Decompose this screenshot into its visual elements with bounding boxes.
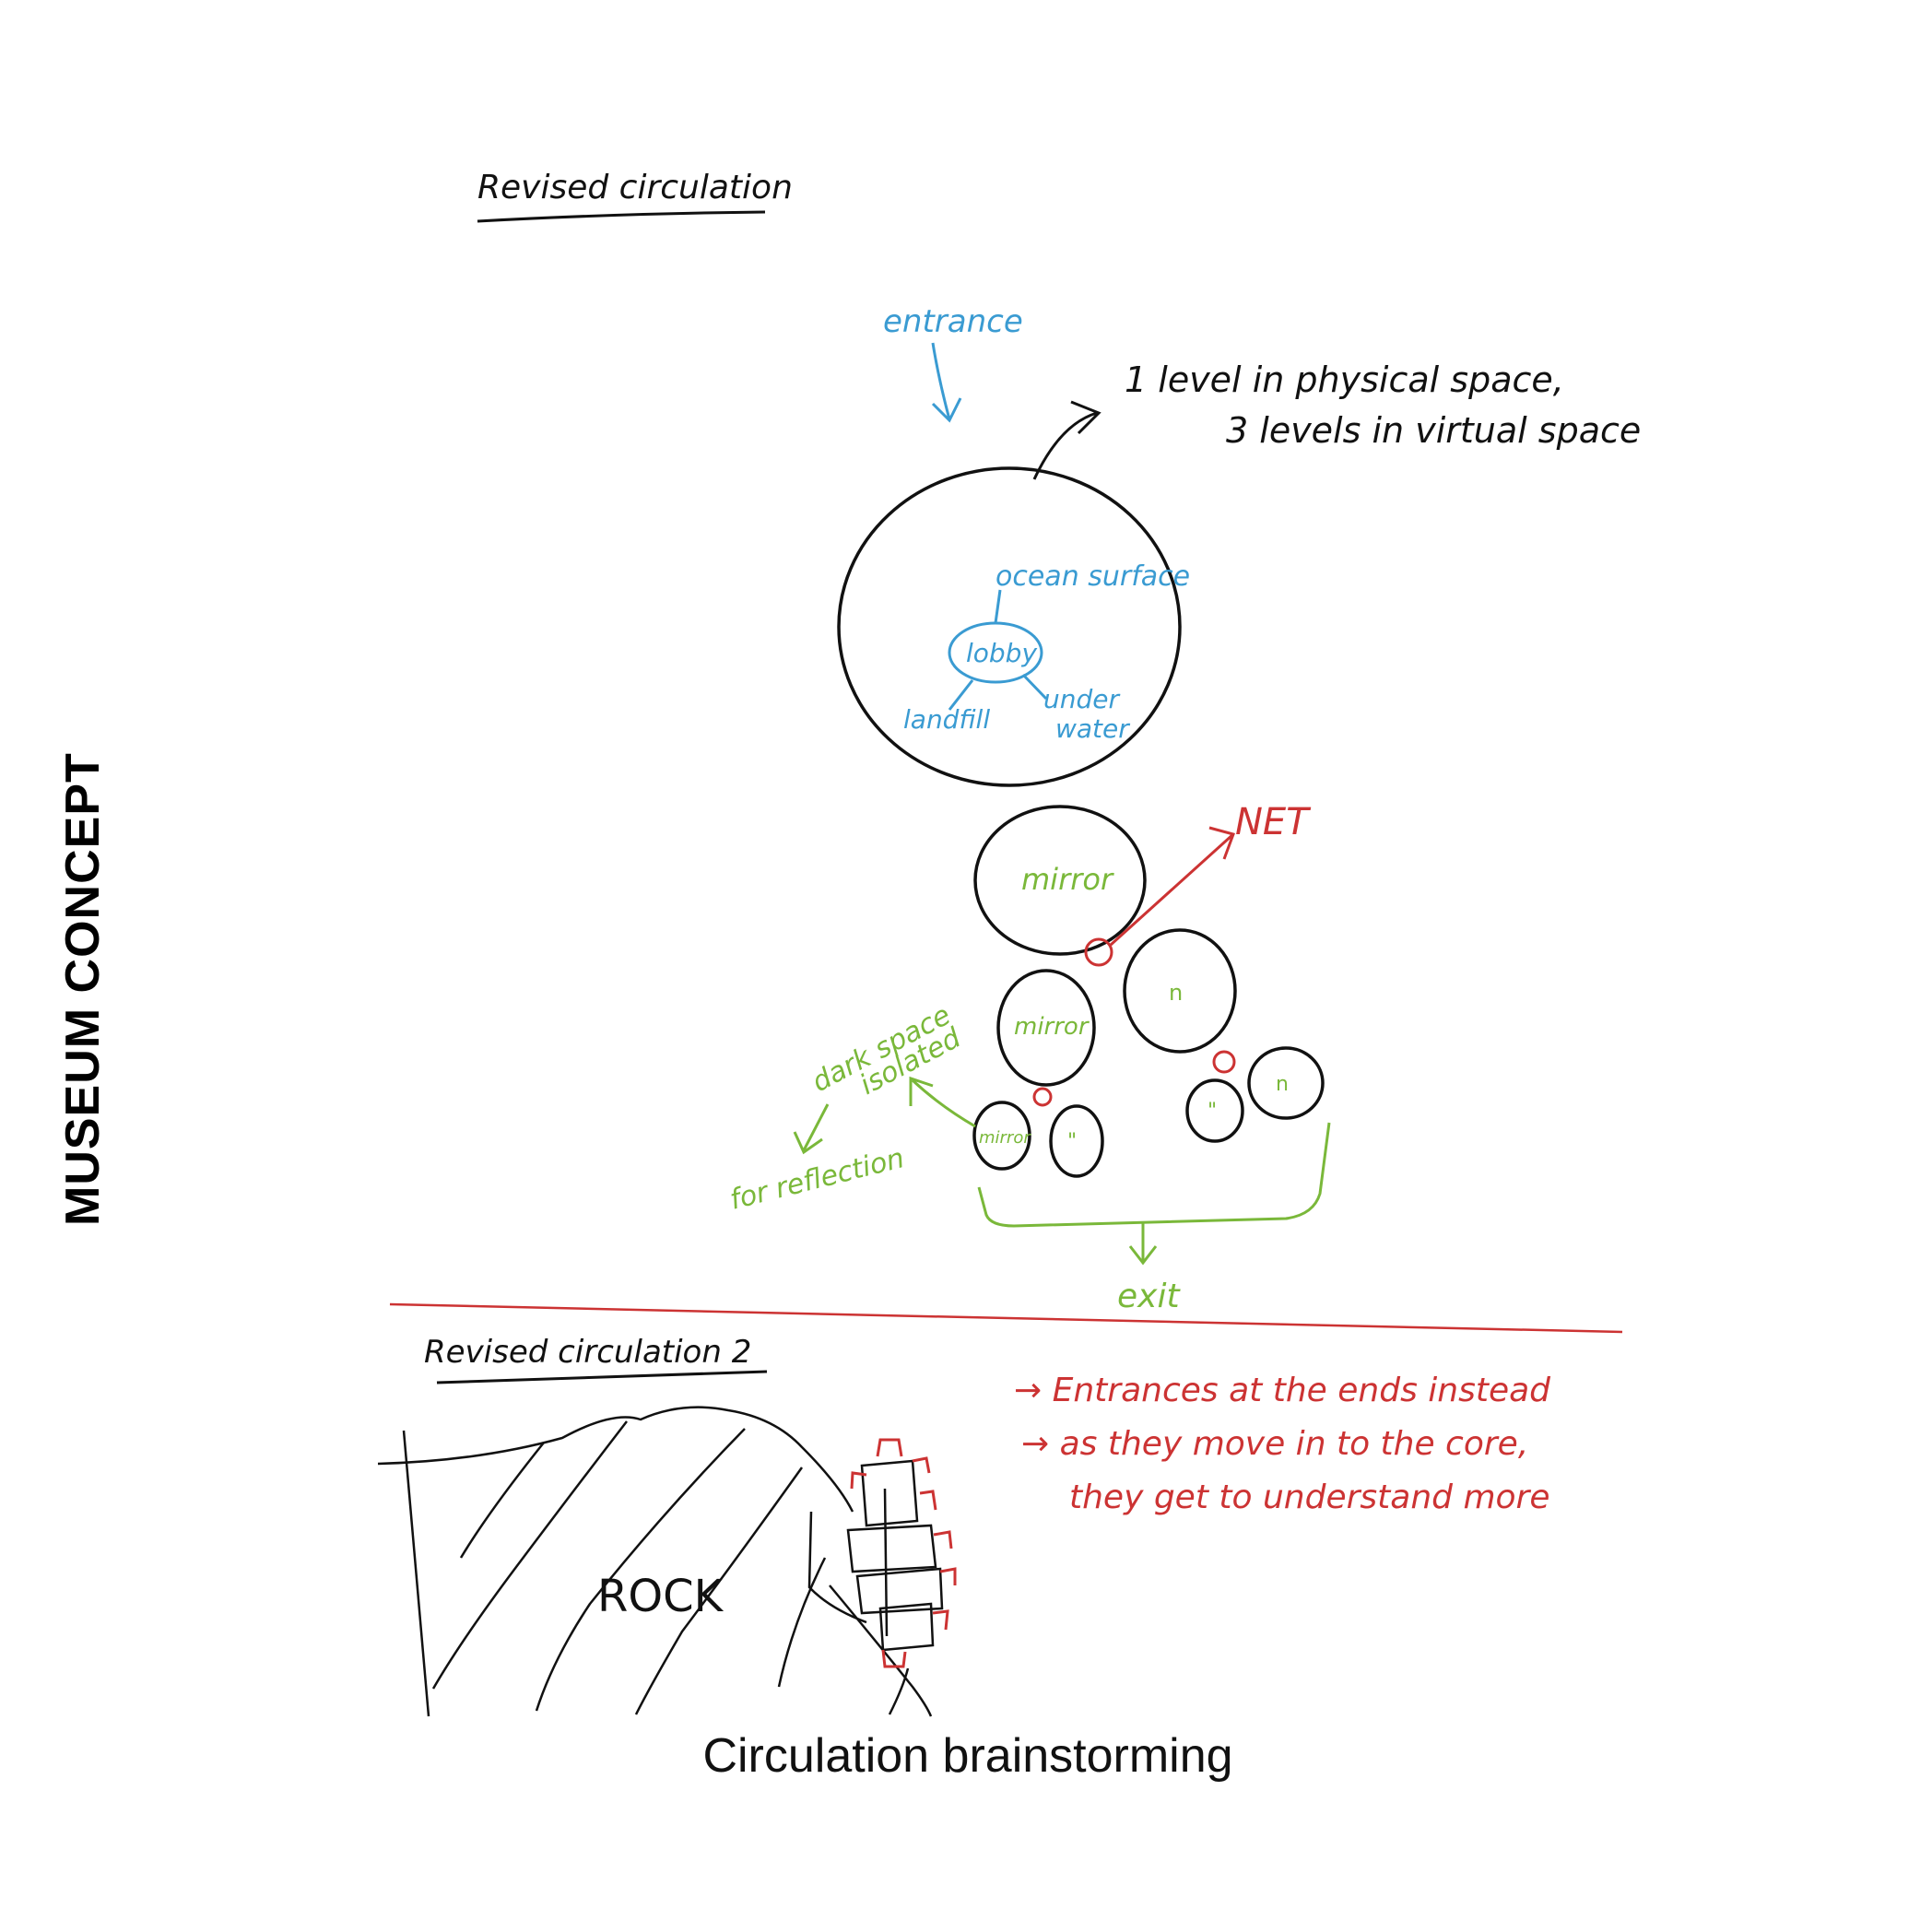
mirror-mid-label: mirror xyxy=(1014,1013,1090,1041)
ocean-surface-label: ocean surface xyxy=(995,560,1190,593)
exit-label: exit xyxy=(1117,1278,1181,1315)
dark-space-arrow xyxy=(909,1076,976,1128)
room-small-4 xyxy=(1247,1046,1325,1120)
lobby-label: lobby xyxy=(966,638,1037,668)
level-note-line1: 1 level in physical space, xyxy=(1125,359,1564,400)
mirror-room-top xyxy=(973,805,1147,956)
landfill-label: landfill xyxy=(903,704,990,735)
water-label: water xyxy=(1055,713,1130,744)
sketch-divider xyxy=(389,1302,1623,1334)
ditto-mark-4: n xyxy=(1276,1073,1289,1096)
level-note-line2: 3 levels in virtual space xyxy=(1226,410,1641,451)
sketch2-note-line1: → Entrances at the ends instead xyxy=(1014,1372,1551,1409)
reflection-label: for reflection xyxy=(726,1142,907,1217)
lobby-landfill-link xyxy=(948,679,974,711)
sketch2-note-line3: they get to understand more xyxy=(1069,1478,1550,1516)
mirror-room-small-left xyxy=(972,1101,1031,1171)
reflection-arrow xyxy=(793,1103,830,1155)
figure-caption: Circulation brainstorming xyxy=(702,1729,1233,1783)
sketch2-note-line2: → as they move in to the core, xyxy=(1021,1425,1528,1463)
mirror-room-mid-left xyxy=(996,969,1096,1087)
ditto-mark-1: n xyxy=(1169,980,1183,1006)
net-node xyxy=(1084,937,1113,967)
net-arrow xyxy=(1109,826,1235,947)
rock-label: ROCK xyxy=(597,1571,724,1622)
ditto-mark-2: " xyxy=(1067,1130,1077,1153)
sketch1-heading-underline xyxy=(477,210,766,223)
fingertip-marks xyxy=(850,1438,957,1668)
rock-sketch xyxy=(377,1406,933,1717)
sketch2-heading: Revised circulation 2 xyxy=(424,1334,751,1371)
net-label: NET xyxy=(1235,801,1312,843)
entrance-label: entrance xyxy=(883,303,1023,340)
exit-arrow xyxy=(1128,1221,1158,1266)
hand-grip-sketch xyxy=(846,1459,944,1652)
ditto-mark-3: " xyxy=(1208,1100,1217,1123)
room-small-2 xyxy=(1049,1104,1104,1178)
entrance-arrow xyxy=(931,342,962,423)
lobby-ocean-link xyxy=(994,589,1002,624)
sketch2-heading-underline xyxy=(436,1370,768,1384)
lobby-underwater-link xyxy=(1021,673,1048,701)
connector-node-2 xyxy=(1212,1050,1236,1074)
lobby-main-circle xyxy=(837,466,1182,787)
room-small-3 xyxy=(1185,1078,1244,1143)
mirror-top-label: mirror xyxy=(1021,862,1114,897)
sketch1-heading: Revised circulation xyxy=(477,169,793,206)
exit-bracket xyxy=(977,1122,1331,1228)
connector-node-1 xyxy=(1032,1087,1053,1107)
mirror-small-label: mirror xyxy=(979,1128,1031,1148)
room-mid-right xyxy=(1123,928,1237,1054)
under-label: under xyxy=(1043,684,1120,714)
level-note-arrow xyxy=(1032,400,1101,480)
